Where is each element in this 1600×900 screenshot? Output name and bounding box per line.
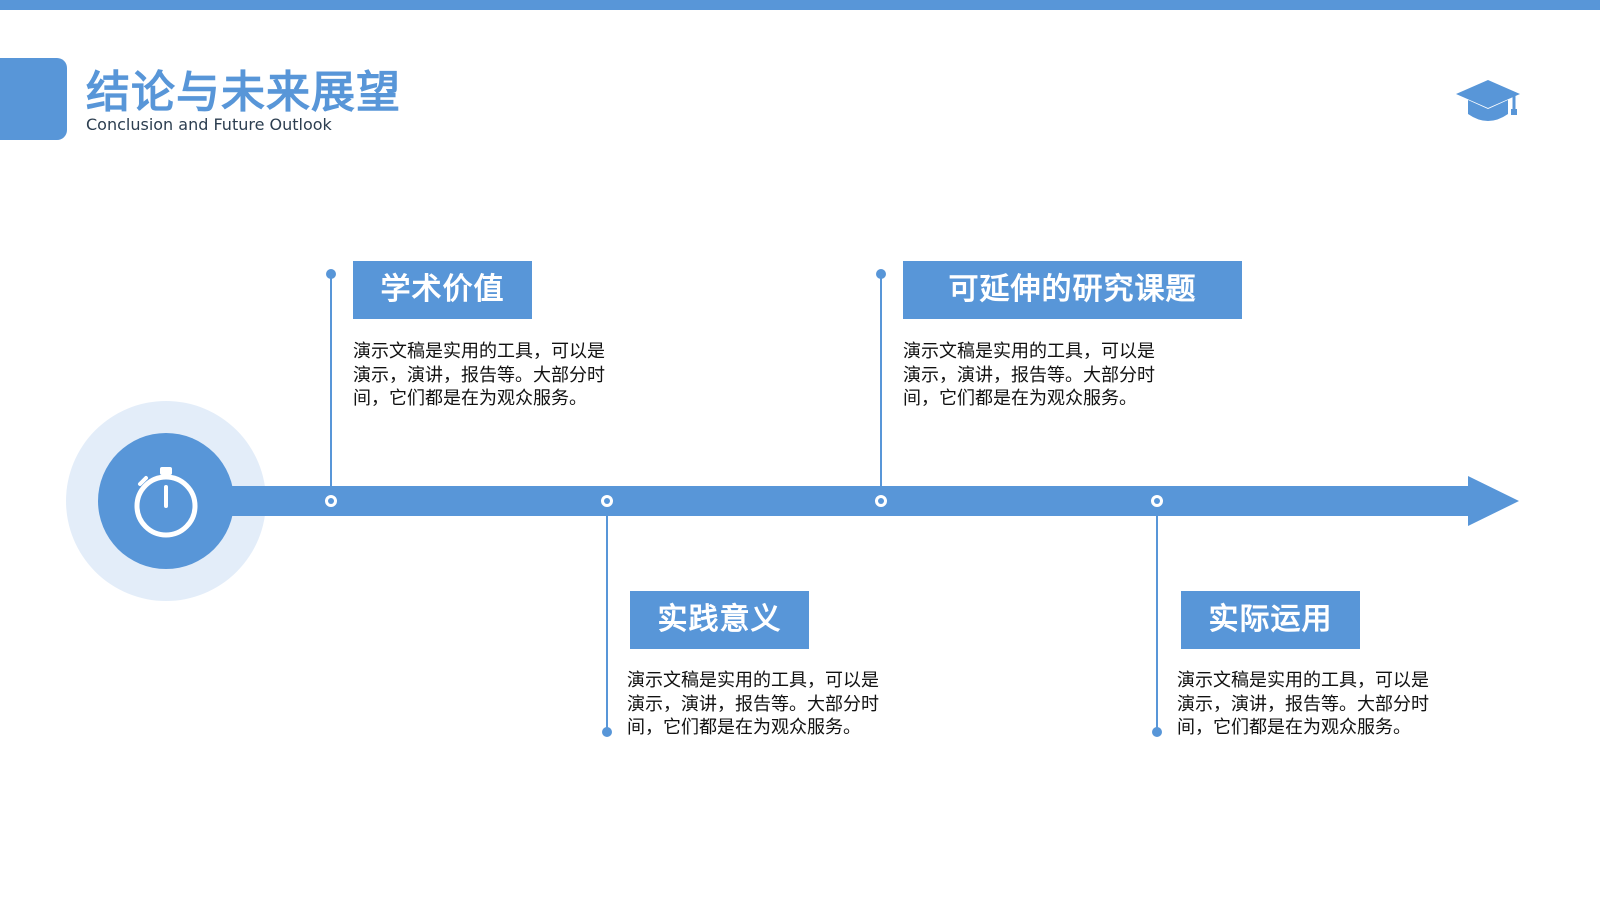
timeline-axis xyxy=(220,486,1473,516)
milestone-1-description: 演示文稿是实用的工具，可以是演示，演讲，报告等。大部分时间，它们都是在为观众服务… xyxy=(353,341,605,409)
stopwatch-icon xyxy=(134,467,198,538)
milestone-1-heading: 学术价值 xyxy=(353,261,532,319)
top-accent-bar xyxy=(0,0,1600,10)
page-subtitle: Conclusion and Future Outlook xyxy=(86,115,332,134)
milestone-3-description: 演示文稿是实用的工具，可以是演示，演讲，报告等。大部分时间，它们都是在为观众服务… xyxy=(903,341,1155,409)
milestone-4-bottom-dot xyxy=(1152,727,1162,737)
milestone-1-top-dot xyxy=(326,269,336,279)
milestone-3-top-dot xyxy=(876,269,886,279)
milestone-4-heading: 实际运用 xyxy=(1181,591,1360,649)
title-accent-block xyxy=(0,58,67,140)
milestone-3-heading: 可延伸的研究课题 xyxy=(903,261,1242,319)
graduation-cap-icon xyxy=(1456,80,1520,121)
milestone-2-heading: 实践意义 xyxy=(630,591,809,649)
milestone-2-description: 演示文稿是实用的工具，可以是演示，演讲，报告等。大部分时间，它们都是在为观众服务… xyxy=(627,670,879,738)
timeline-arrowhead xyxy=(1468,476,1519,526)
milestone-4-description: 演示文稿是实用的工具，可以是演示，演讲，报告等。大部分时间，它们都是在为观众服务… xyxy=(1177,670,1429,738)
page-title: 结论与未来展望 xyxy=(86,67,401,118)
milestone-2-bottom-dot xyxy=(602,727,612,737)
